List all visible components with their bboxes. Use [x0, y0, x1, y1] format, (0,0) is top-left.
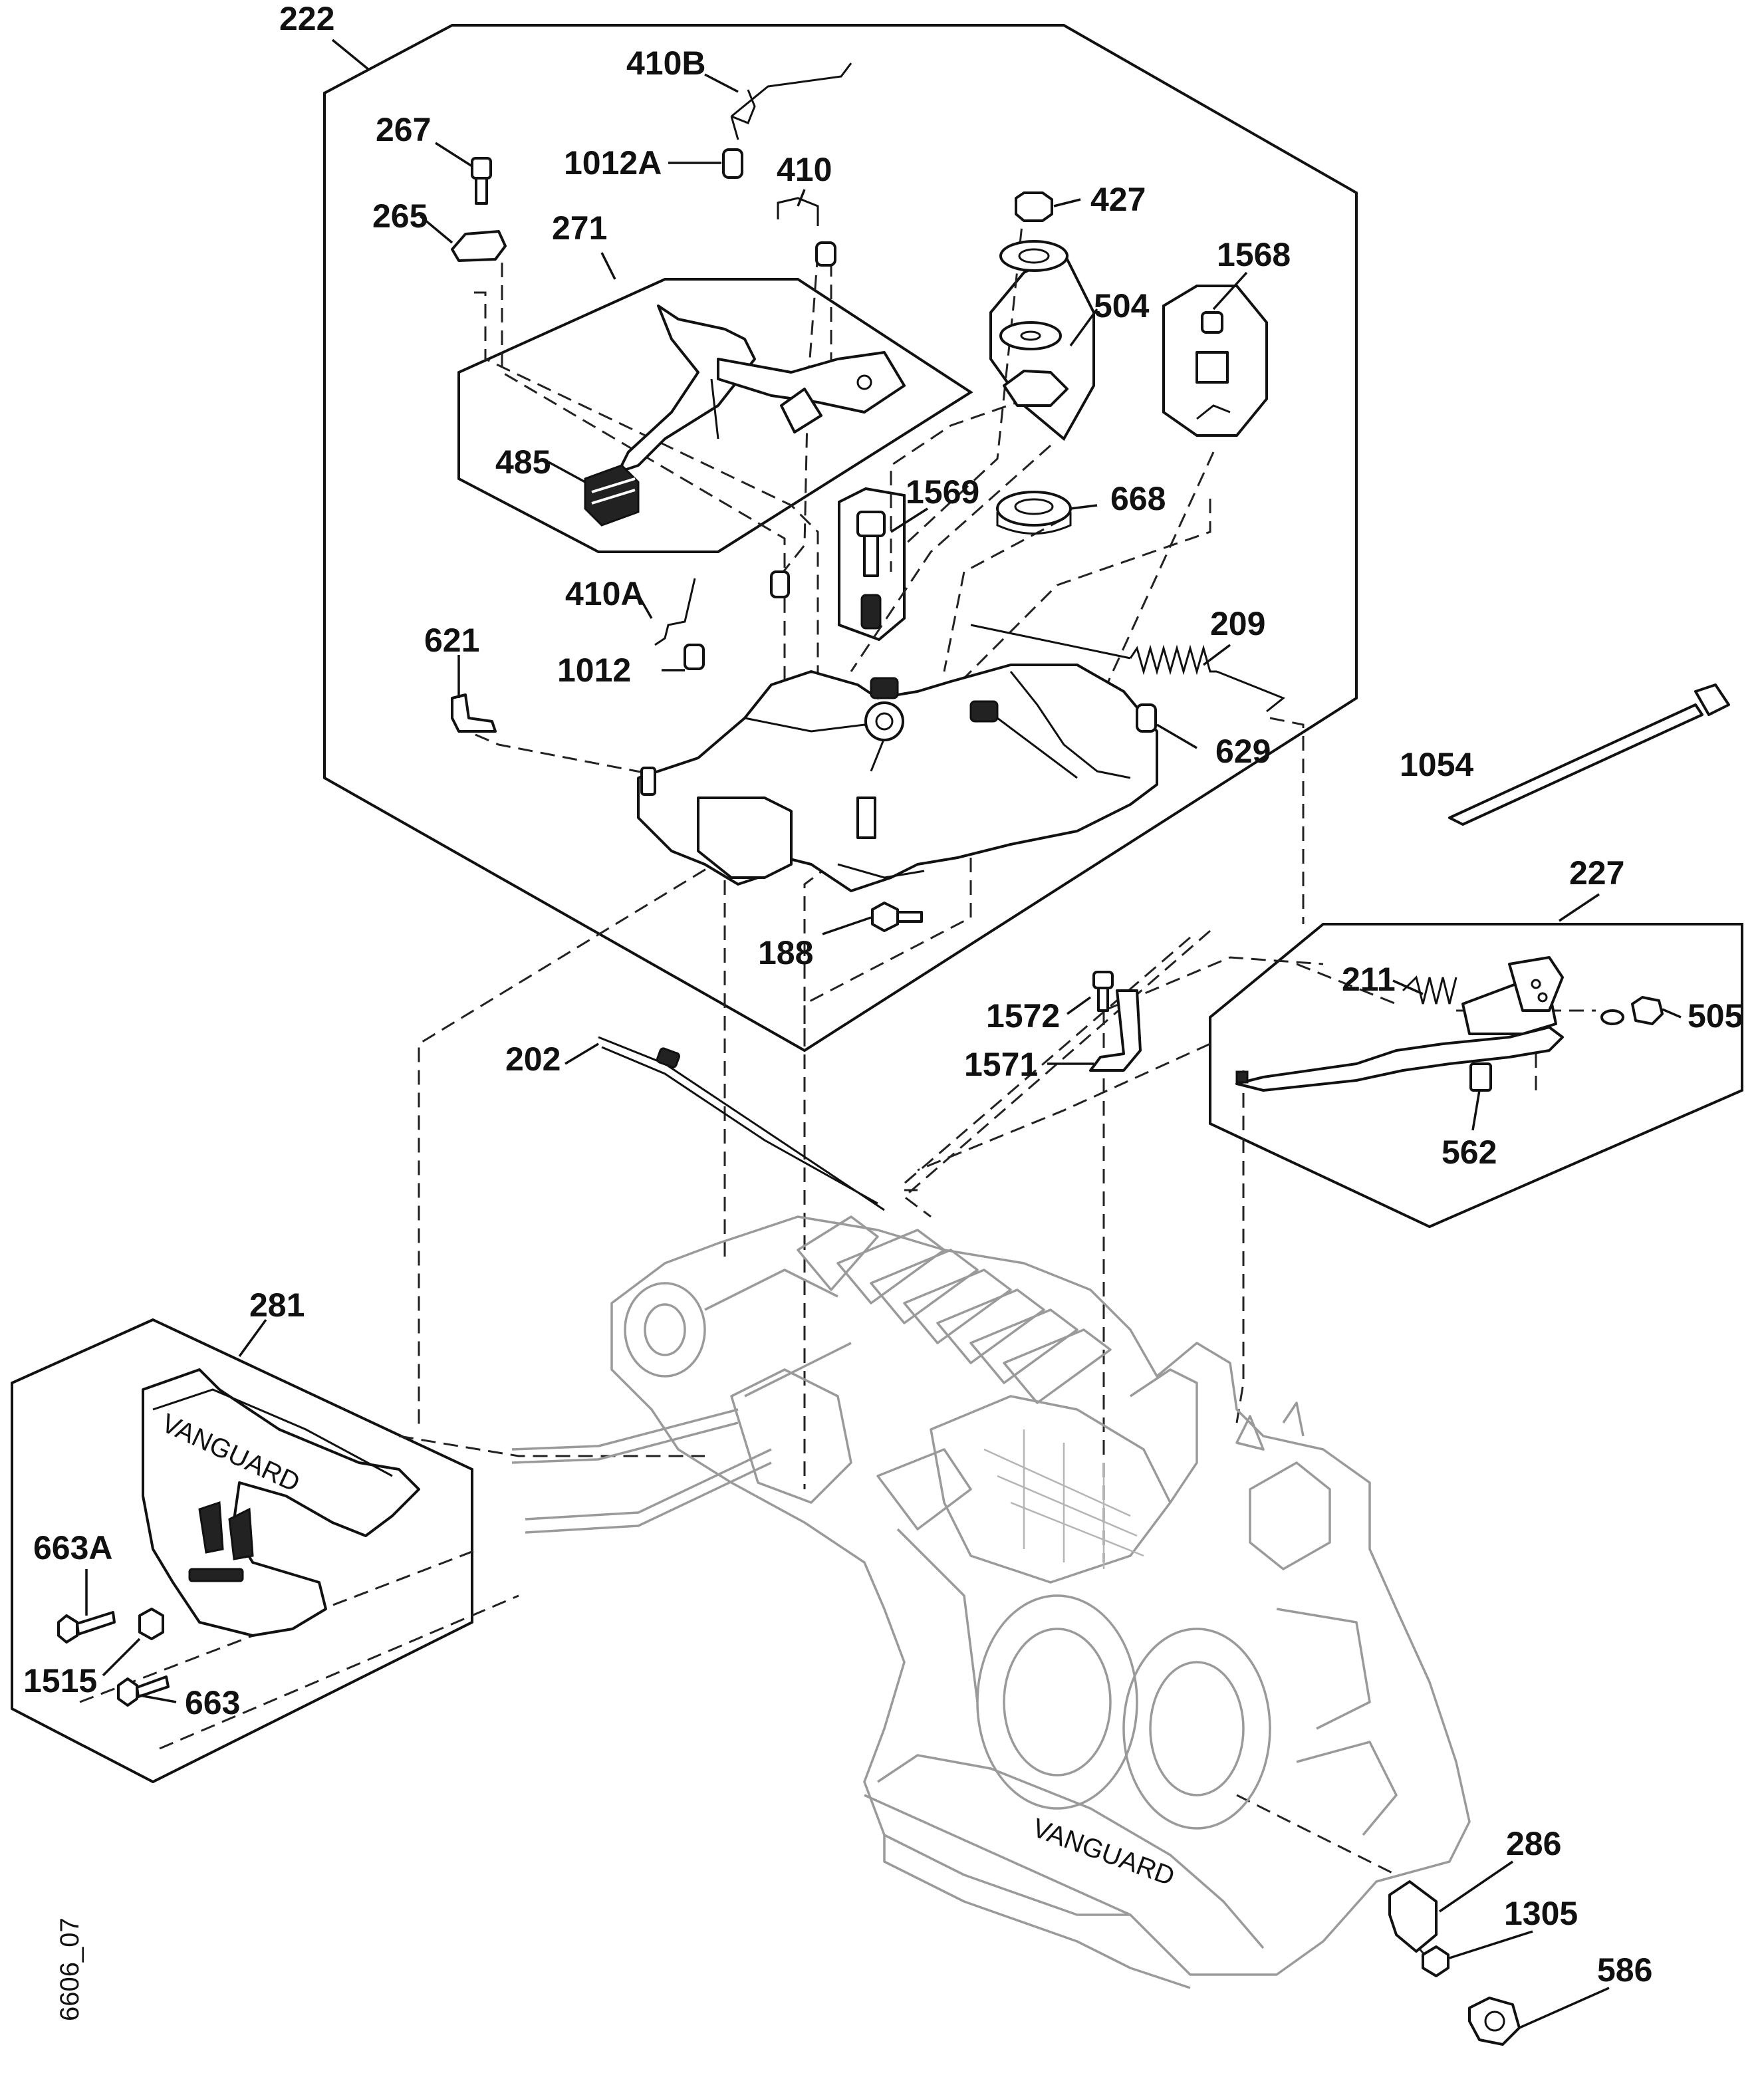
part-629-nut — [1136, 703, 1157, 733]
part-663-bolt — [117, 1675, 170, 1707]
part-410B-link — [730, 62, 852, 140]
part-265-clamp — [451, 230, 507, 262]
callout-267: 267 — [376, 111, 431, 148]
part-1054-cable-tie — [1448, 683, 1730, 826]
callout-410: 410 — [777, 151, 832, 188]
part-621-clip — [451, 693, 497, 733]
callout-1515: 1515 — [23, 1662, 97, 1699]
part-nut-upper — [770, 570, 790, 598]
callout-281: 281 — [249, 1287, 305, 1324]
part-427-nut — [999, 191, 1069, 272]
callout-1012: 1012 — [557, 652, 631, 689]
part-505-nut — [1600, 996, 1664, 1025]
callout-485: 485 — [495, 443, 551, 481]
callout-271: 271 — [552, 209, 607, 247]
callout-209: 209 — [1210, 605, 1265, 642]
part-1012A-nut — [722, 148, 743, 179]
part-1515-nut — [138, 1608, 164, 1640]
callout-1305: 1305 — [1504, 1895, 1578, 1932]
callout-202: 202 — [505, 1041, 561, 1078]
part-202-link — [598, 1036, 885, 1211]
part-410-link — [777, 197, 819, 226]
part-1568-fastener — [1196, 311, 1231, 420]
part-663A-bolt — [57, 1611, 116, 1644]
frame-504 — [989, 251, 1095, 441]
engine-block: VANGUARD — [511, 1215, 1471, 1989]
frame-1569 — [838, 487, 906, 642]
frame-222 — [323, 24, 1358, 1052]
part-267-bolt — [471, 157, 492, 205]
callout-286: 286 — [1506, 1825, 1561, 1862]
callout-265: 265 — [372, 197, 428, 235]
assembly-dashed-lines — [79, 205, 1596, 1969]
frame-281 — [11, 1318, 473, 1784]
callout-1569: 1569 — [906, 473, 979, 511]
callout-1568: 1568 — [1217, 236, 1291, 273]
part-1012-nut — [684, 644, 705, 670]
part-410-nut — [815, 241, 836, 267]
callout-1571: 1571 — [964, 1046, 1038, 1083]
part-281-cover: VANGUARD — [142, 1368, 420, 1637]
part-209-spring — [970, 624, 1285, 713]
callout-504: 504 — [1094, 287, 1150, 324]
callout-410B: 410B — [626, 45, 706, 82]
part-1571-bracket — [1089, 989, 1142, 1072]
part-1569-bolt-spring — [856, 511, 886, 630]
callout-1054: 1054 — [1400, 746, 1473, 783]
callout-663A: 663A — [33, 1529, 113, 1566]
frame-1568 — [1162, 285, 1268, 437]
callout-188: 188 — [758, 934, 813, 971]
part-227-lever — [1235, 956, 1564, 1092]
leader-lines — [85, 39, 1682, 2029]
part-485-grip — [584, 464, 640, 527]
part-668-grommet — [996, 491, 1072, 535]
callout-222: 222 — [279, 0, 334, 37]
callout-629: 629 — [1215, 733, 1271, 770]
part-410A-link — [654, 578, 696, 646]
part-504-washers — [999, 321, 1069, 407]
callout-1572: 1572 — [986, 997, 1060, 1035]
frame-271 — [457, 278, 973, 553]
callout-621: 621 — [424, 622, 479, 659]
callout-505: 505 — [1688, 997, 1743, 1035]
part-286-bracket — [1388, 1880, 1438, 1953]
callout-227: 227 — [1569, 854, 1624, 892]
part-control-bracket — [637, 664, 1158, 892]
part-586-nut — [1468, 1997, 1521, 2046]
frame-227 — [1209, 923, 1743, 1229]
callout-668: 668 — [1110, 480, 1166, 517]
part-271-lever — [617, 305, 906, 473]
part-188-bolt — [871, 902, 923, 932]
callout-427: 427 — [1090, 181, 1146, 218]
part-1572-bolt — [1092, 971, 1114, 1012]
callout-586: 586 — [1597, 1951, 1652, 1989]
callout-663: 663 — [185, 1684, 240, 1721]
callout-562: 562 — [1442, 1134, 1497, 1171]
callout-410A: 410A — [565, 575, 645, 612]
callout-211: 211 — [1342, 961, 1396, 998]
part-1305-bolt — [1422, 1945, 1449, 1977]
diagram-code: 6606_07 — [55, 1917, 84, 2021]
callout-1012A: 1012A — [564, 144, 662, 182]
